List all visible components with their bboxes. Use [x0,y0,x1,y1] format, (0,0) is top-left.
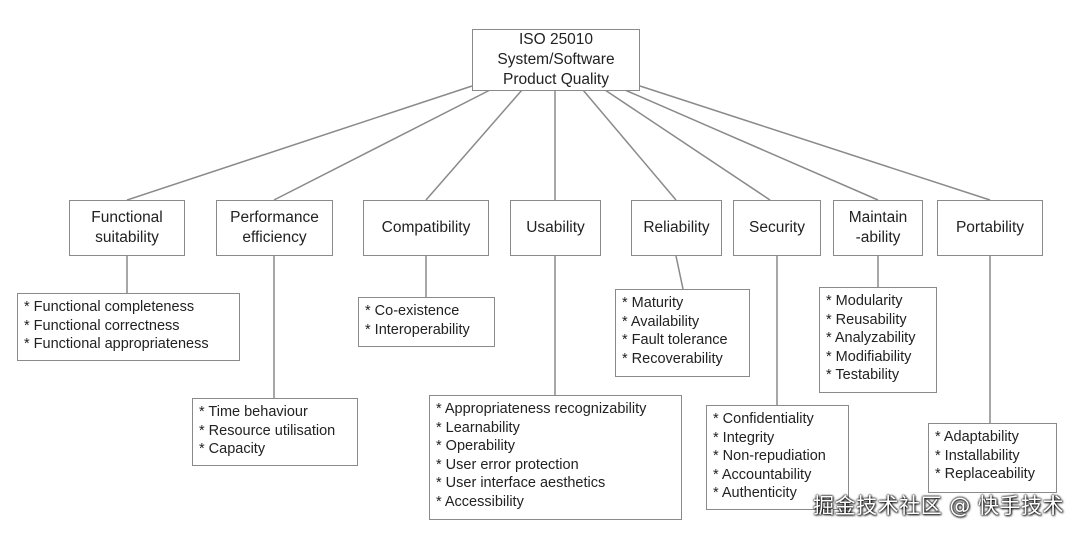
sub-item: * Adaptability [935,429,1019,445]
root-line-2: System/Software [497,51,615,68]
sub-item: * Availability [622,313,700,330]
node-label-line: efficiency [242,229,307,246]
node-compatibility: Compatibility [363,200,489,256]
sub-item: * Reusability [826,311,907,328]
sub-item: * Appropriateness recognizability [436,401,647,417]
sub-item: * Co-existence [365,303,460,319]
sub-item: * Operability [436,438,515,454]
node-label-line: Portability [955,219,1025,236]
node-reliability: Reliability [631,200,722,256]
sub-item: * Confidentiality [713,411,814,427]
sub-item: * Modifiability [826,348,912,365]
node-portability: Portability [937,200,1043,256]
sub-item: * User interface aesthetics [436,475,606,491]
node-usability: Usability [510,200,601,256]
sub-item: * Time behaviour [199,404,308,420]
sublist-maintainability: * Modularity * Reusability * Analyzabili… [819,287,937,393]
node-label-line: Reliability [643,219,710,236]
root-line-3: Product Quality [503,71,609,88]
node-label-line: Performance [230,209,319,226]
node-security: Security [733,200,821,256]
sub-item: * Interoperability [365,321,470,338]
node-functional-suitability: Functional suitability [69,200,185,256]
sub-item: * Functional appropriateness [24,336,209,352]
sub-item: * Recoverability [622,350,723,367]
sublist-security: * Confidentiality * Integrity * Non-repu… [706,405,849,510]
node-label-line: Maintain [848,209,908,226]
sub-item: * Accountability [713,466,812,483]
node-label-line: -ability [855,229,901,246]
root-node: ISO 25010 System/Software Product Qualit… [472,29,640,91]
sub-item: * Testability [826,367,900,383]
node-label-line: Security [749,219,805,236]
sub-item: * Functional correctness [24,317,180,334]
sublist-reliability: * Maturity * Availability * Fault tolera… [615,289,750,377]
node-label-line: Functional [91,209,163,226]
sub-item: * Accessibility [436,493,524,510]
sub-item: * Capacity [199,441,266,457]
node-label-line: suitability [95,229,159,246]
sub-item: * Authenticity [713,485,797,501]
sublist-portability: * Adaptability * Installability * Replac… [928,423,1057,493]
sub-item: * User error protection [436,456,579,473]
node-performance-efficiency: Performance efficiency [216,200,333,256]
sub-item: * Resource utilisation [199,422,336,439]
sub-item: * Fault tolerance [622,332,728,348]
sub-item: * Analyzability [826,330,916,346]
node-label-line: Usability [526,219,585,236]
sub-item: * Functional completeness [24,299,195,315]
node-maintainability: Maintain -ability [833,200,923,256]
node-label-line: Compatibility [381,219,471,236]
sub-item: * Learnability [436,419,520,436]
sublist-functional-suitability: * Functional completeness * Functional c… [17,293,240,361]
sublist-performance-efficiency: * Time behaviour * Resource utilisation … [192,398,358,466]
sublist-usability: * Appropriateness recognizability * Lear… [429,395,682,520]
sub-item: * Maturity [622,295,684,311]
sub-item: * Installability [935,447,1020,464]
sub-item: * Modularity [826,293,903,309]
sub-item: * Integrity [713,429,775,446]
sub-item: * Non-repudiation [713,448,826,464]
sublist-compatibility: * Co-existence * Interoperability [358,297,495,347]
root-line-1: ISO 25010 [518,31,594,48]
watermark: 掘金技术社区 @ 快手技术 [813,494,1064,518]
sub-item: * Replaceability [935,466,1035,482]
